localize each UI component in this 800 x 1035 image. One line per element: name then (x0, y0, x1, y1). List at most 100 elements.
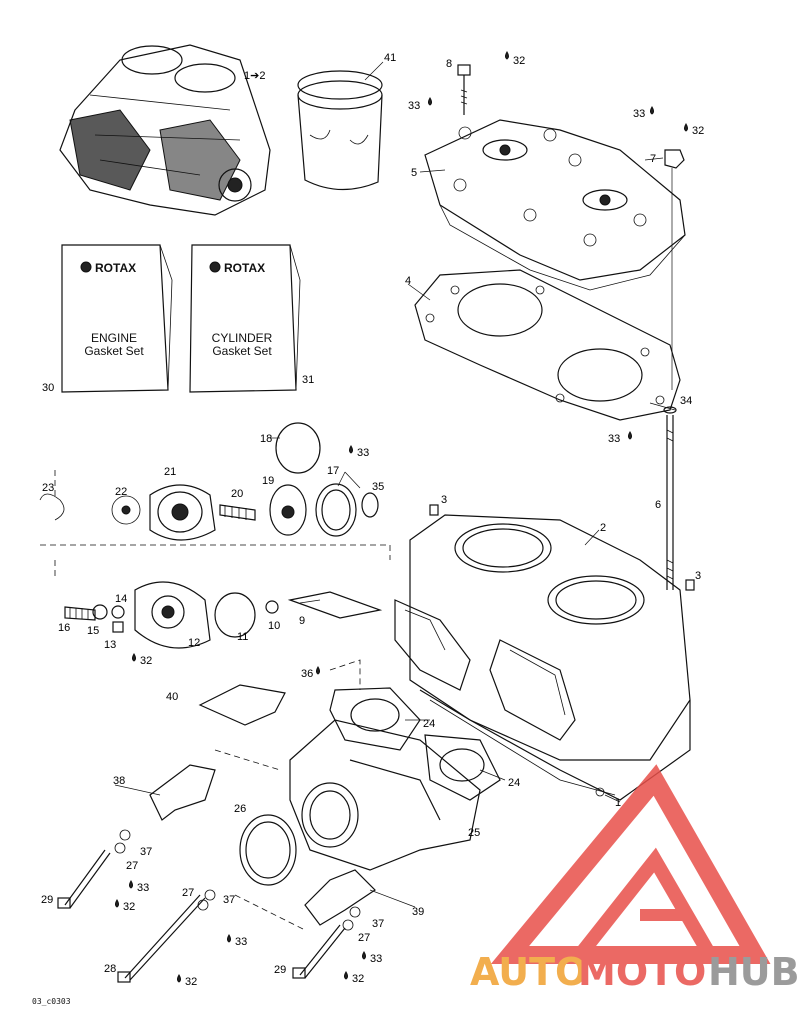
svg-text:AUTO: AUTO (470, 950, 587, 994)
label-5: 5 (411, 167, 417, 179)
label-36: 36 (301, 668, 313, 680)
drop-icon (684, 123, 688, 132)
label-32b: 32 (692, 125, 704, 137)
label-engine-ref: 1➔2 (244, 70, 265, 82)
engine-block-drawing (59, 44, 271, 216)
engine-card-line1: ENGINE (91, 331, 137, 345)
drop-icon (129, 880, 133, 889)
label-3a: 3 (441, 494, 447, 506)
label-4: 4 (405, 275, 411, 287)
engine-card-line2: Gasket Set (84, 344, 144, 358)
part-labels: 1➔2 41 8 32 33 5 33 32 7 4 30 31 34 33 1… (41, 52, 704, 988)
gasket-40-drawing (198, 684, 286, 726)
intake-gasket-24-drawing (329, 687, 501, 801)
label-39: 39 (412, 906, 424, 918)
label-3b: 3 (695, 570, 701, 582)
bracket-39-drawing (304, 869, 376, 926)
dowel-3a-drawing (429, 504, 439, 516)
oil-pump-assembly-drawing (64, 581, 383, 649)
head-gasket-drawing (414, 269, 681, 421)
label-32c: 32 (140, 655, 152, 667)
label-37c: 37 (372, 918, 384, 930)
head-bolt-drawing (457, 64, 471, 115)
label-19: 19 (262, 475, 274, 487)
label-32a: 32 (513, 55, 525, 67)
label-14: 14 (115, 593, 127, 605)
label-26: 26 (234, 803, 246, 815)
assembly-line-c (329, 659, 361, 690)
label-18: 18 (260, 433, 272, 445)
assembly-line-a (214, 749, 281, 771)
label-33g: 33 (370, 953, 382, 965)
label-9: 9 (299, 615, 305, 627)
svg-text:MOTO: MOTO (578, 950, 706, 994)
label-35: 35 (372, 481, 384, 493)
intake-manifold-drawing (289, 719, 481, 871)
cylinder-card-brand: ROTAX (224, 261, 265, 275)
label-27c: 27 (358, 932, 370, 944)
drop-icon (132, 653, 136, 662)
label-38: 38 (113, 775, 125, 787)
stud-6-drawing (663, 406, 677, 590)
rotary-valve-assembly-drawing (39, 470, 391, 580)
cylinder-gasket-card: ROTAX CYLINDER Gasket Set (189, 244, 301, 393)
flange-gasket-26-drawing (239, 814, 297, 886)
leader-lines (114, 61, 676, 908)
drop-icon (628, 431, 632, 440)
engine-gasket-card: ROTAX ENGINE Gasket Set (61, 244, 173, 393)
drop-icon (227, 934, 231, 943)
label-20: 20 (231, 488, 243, 500)
label-6: 6 (655, 499, 661, 511)
cylinder-card-line2: Gasket Set (212, 344, 272, 358)
label-34: 34 (680, 395, 692, 407)
drop-icons (115, 51, 688, 983)
label-33c: 33 (608, 433, 620, 445)
label-16: 16 (58, 622, 70, 634)
drop-icon (344, 971, 348, 980)
piston-ring-sleeve-drawing (297, 70, 383, 191)
label-33d: 33 (357, 447, 369, 459)
label-33e: 33 (137, 882, 149, 894)
label-2: 2 (600, 522, 606, 534)
label-37a: 37 (140, 846, 152, 858)
label-37b: 37 (223, 894, 235, 906)
svg-text:HUB: HUB (708, 950, 800, 994)
label-10: 10 (268, 620, 280, 632)
label-31: 31 (302, 374, 314, 386)
drop-icon (115, 899, 119, 908)
label-25: 25 (468, 827, 480, 839)
drop-icon (177, 974, 181, 983)
label-40: 40 (166, 691, 178, 703)
label-32f: 32 (352, 973, 364, 985)
label-24b: 24 (508, 777, 520, 789)
assembly-line-b (234, 894, 306, 931)
logo-triangle-icon (490, 764, 771, 964)
drop-icon (349, 445, 353, 454)
label-29b: 29 (274, 964, 286, 976)
label-22: 22 (115, 486, 127, 498)
label-33f: 33 (235, 936, 247, 948)
drop-icon (428, 97, 432, 106)
label-33a: 33 (408, 100, 420, 112)
bracket-38-drawing (149, 764, 216, 821)
label-29a: 29 (41, 894, 53, 906)
label-41: 41 (384, 52, 396, 64)
long-bolts-drawing (57, 829, 361, 983)
drop-icon (362, 951, 366, 960)
drop-icon (650, 106, 654, 115)
cylinder-head-drawing (424, 119, 686, 291)
label-32d: 32 (123, 901, 135, 913)
drop-icon (316, 666, 320, 675)
label-23: 23 (42, 482, 54, 494)
label-30: 30 (42, 382, 54, 394)
drop-icon (505, 51, 509, 60)
nut-7-drawing (664, 149, 685, 390)
label-21: 21 (164, 466, 176, 478)
label-17: 17 (327, 465, 339, 477)
label-24a: 24 (423, 718, 435, 730)
cylinder-card-line1: CYLINDER (212, 331, 273, 345)
label-11: 11 (237, 631, 248, 643)
label-33b: 33 (633, 108, 645, 120)
label-27a: 27 (126, 860, 138, 872)
